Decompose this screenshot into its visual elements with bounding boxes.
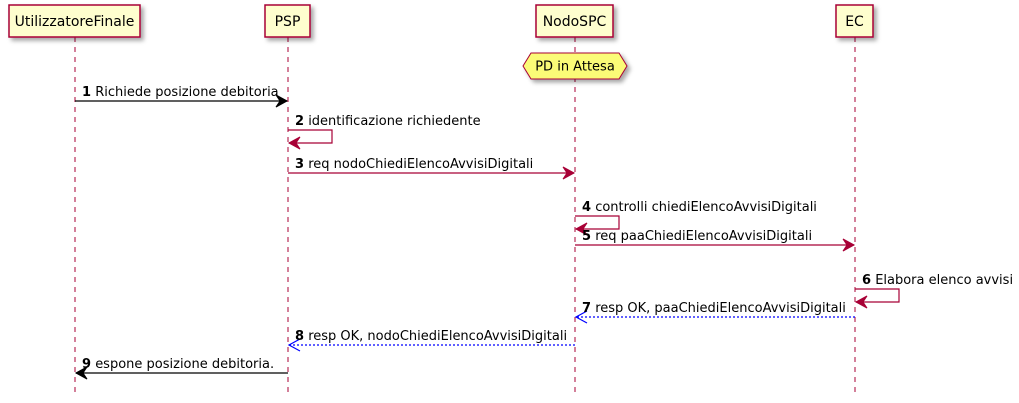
participant-nodo: NodoSPC: [535, 4, 614, 38]
participant-psp: PSP: [264, 4, 311, 38]
participant-ec: EC: [835, 4, 874, 38]
message-4: 4 controlli chiediElencoAvvisiDigitali: [574, 200, 817, 236]
message-line: [288, 129, 333, 144]
message-label: 7 resp OK, paaChiediElencoAvvisiDigitali: [582, 301, 846, 316]
message-number: 6: [862, 273, 871, 288]
message-7: 7 resp OK, paaChiediElencoAvvisiDigitali: [574, 301, 855, 324]
arrowhead: [275, 94, 289, 108]
message-number: 2: [295, 114, 304, 129]
participant-box: [8, 4, 141, 38]
message-text: controlli chiediElencoAvvisiDigitali: [595, 200, 817, 215]
message-5: 5 req paaChiediElencoAvvisiDigitali: [575, 229, 856, 252]
message-number: 4: [582, 200, 591, 215]
message-text: resp OK, nodoChiediElencoAvvisiDigitali: [308, 329, 567, 344]
note-hexagon: PD in Attesa: [522, 52, 628, 80]
participant-label: EC: [845, 14, 864, 30]
participant-utente: UtilizzatoreFinale: [8, 4, 141, 38]
participant-box: [835, 4, 874, 38]
message-2: 2 identificazione richiedente: [287, 114, 481, 150]
arrowhead: [74, 366, 88, 380]
arrowhead: [842, 238, 856, 252]
message-label: 3 req nodoChiediElencoAvvisiDigitali: [295, 157, 533, 172]
message-text: espone posizione debitoria.: [95, 357, 274, 372]
message-9: 9 espone posizione debitoria.: [74, 357, 288, 380]
message-number: 7: [582, 301, 591, 316]
message-number: 8: [295, 329, 304, 344]
message-number: 1: [82, 85, 91, 100]
message-label: 1 Richiede posizione debitoria: [82, 85, 279, 100]
message-text: req paaChiediElencoAvvisiDigitali: [595, 229, 812, 244]
arrowhead: [574, 222, 588, 236]
participant-label: UtilizzatoreFinale: [15, 14, 135, 30]
participant-label: NodoSPC: [543, 14, 607, 30]
note-label: PD in Attesa: [535, 60, 615, 75]
message-text: identificazione richiedente: [308, 114, 480, 129]
participant-box: [264, 4, 311, 38]
message-line: [575, 215, 620, 230]
note-shape: [522, 52, 628, 80]
message-8: 8 resp OK, nodoChiediElencoAvvisiDigital…: [287, 329, 575, 352]
message-text: Richiede posizione debitoria: [95, 85, 278, 100]
message-number: 3: [295, 157, 304, 172]
message-line: [855, 288, 900, 303]
arrowhead: [854, 295, 868, 309]
message-text: req nodoChiediElencoAvvisiDigitali: [308, 157, 533, 172]
participant-box: [535, 4, 614, 38]
message-1: 1 Richiede posizione debitoria: [75, 85, 289, 108]
message-6: 6 Elabora elenco avvisi: [854, 273, 1013, 309]
arrowhead: [287, 338, 301, 352]
message-3: 3 req nodoChiediElencoAvvisiDigitali: [288, 157, 576, 180]
message-label: 9 espone posizione debitoria.: [82, 357, 274, 372]
message-label: 2 identificazione richiedente: [295, 114, 481, 129]
message-text: resp OK, paaChiediElencoAvvisiDigitali: [595, 301, 846, 316]
message-label: 5 req paaChiediElencoAvvisiDigitali: [582, 229, 812, 244]
message-number: 5: [582, 229, 591, 244]
arrowhead: [562, 166, 576, 180]
message-number: 9: [82, 357, 91, 372]
participant-label: PSP: [275, 14, 301, 30]
arrowhead: [574, 310, 588, 324]
arrowhead: [287, 136, 301, 150]
message-label: 8 resp OK, nodoChiediElencoAvvisiDigital…: [295, 329, 567, 344]
message-label: 4 controlli chiediElencoAvvisiDigitali: [582, 200, 817, 215]
message-label: 6 Elabora elenco avvisi: [862, 273, 1013, 288]
message-text: Elabora elenco avvisi: [875, 273, 1013, 288]
